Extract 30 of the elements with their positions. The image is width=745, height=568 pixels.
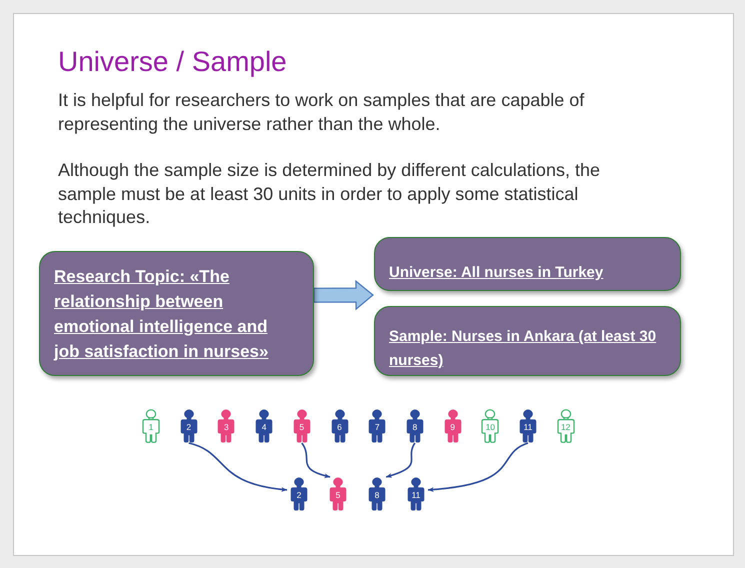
curved-arrow	[188, 442, 288, 492]
figure-number: 2	[185, 422, 192, 432]
figure-number: 7	[374, 422, 381, 432]
figure-number: 1	[148, 422, 154, 432]
curved-arrow	[386, 442, 416, 478]
figure-number: 8	[412, 422, 418, 432]
figure-number: 3	[223, 422, 230, 432]
figure-number: 12	[560, 422, 572, 432]
info-box	[374, 237, 681, 291]
curved-arrow	[428, 442, 528, 492]
figure-number: 11	[410, 490, 422, 500]
box-text: Sample: Nurses in Ankara (at least 30 nurses)	[389, 327, 658, 371]
figure-number: 11	[522, 422, 534, 432]
figure-number: 9	[449, 422, 456, 432]
block-arrow	[313, 280, 374, 310]
curved-arrow	[301, 442, 330, 478]
figure-number: 4	[260, 422, 268, 432]
body-text: It is helpful for researchers to work on samples that are capable of representing the universe rather than the whole.	[58, 89, 586, 136]
figure-number: 10	[484, 422, 496, 432]
figure-number: 2	[296, 490, 302, 500]
figure-number: 5	[334, 490, 342, 500]
info-box	[374, 306, 681, 376]
topic-box	[39, 251, 314, 376]
box-text: Research Topic: «The relationship between emotional intelligence and job satisfaction in nurses»	[54, 266, 270, 362]
figure-number: 6	[336, 422, 343, 432]
body-text: Although the sample size is determined by different calculations, the sample must be at least 30 units in order to apply some statistical techniques.	[58, 159, 601, 229]
box-text: Universe: All nurses in Turkey	[389, 263, 604, 283]
figure-number: 5	[298, 422, 306, 432]
slide-title: Universe / Sample	[58, 45, 287, 79]
figure-number: 8	[374, 490, 380, 500]
